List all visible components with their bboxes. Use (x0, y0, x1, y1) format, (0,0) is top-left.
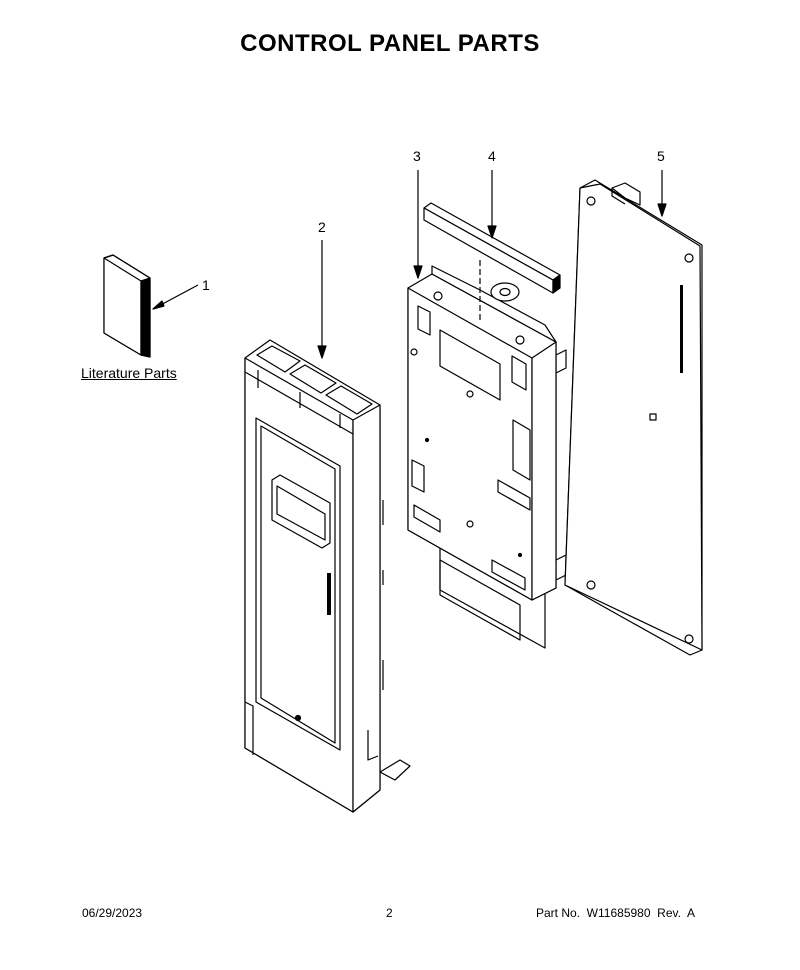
control-panel-frame (244, 339, 411, 813)
callout-2: 2 (318, 219, 326, 235)
literature-booklet (103, 254, 151, 358)
callout-5: 5 (657, 148, 665, 164)
callout-3: 3 (413, 148, 421, 164)
callout-4: 4 (488, 148, 496, 164)
footer-part-number: Part No. W11685980 Rev. A (536, 906, 695, 920)
callout-1: 1 (202, 277, 210, 293)
page-title: CONTROL PANEL PARTS (240, 30, 540, 57)
footer-date: 06/29/2023 (82, 906, 143, 920)
literature-parts-label: Literature Parts (81, 365, 177, 381)
control-housing (407, 265, 567, 649)
control-board (564, 179, 703, 656)
footer-page-number: 2 (386, 906, 393, 920)
foam-strip (423, 202, 561, 294)
